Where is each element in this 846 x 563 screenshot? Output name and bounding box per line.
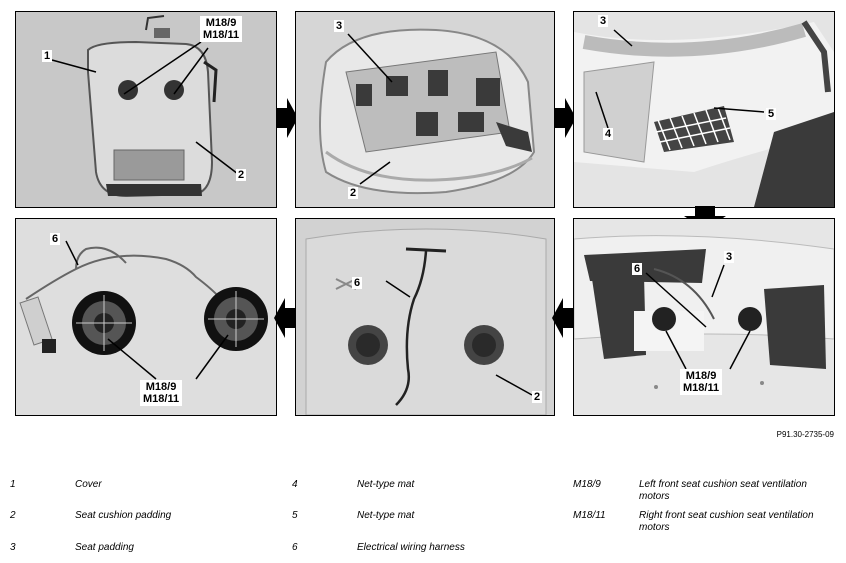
callout-seat-padding: 3 [724, 251, 735, 263]
seat-padding-drawing [296, 12, 554, 207]
callout-seat-cushion-padding: 2 [236, 169, 247, 181]
legend-num: M18/11 [573, 510, 606, 521]
seat-cushion-cover-drawing [16, 12, 276, 207]
harness-routing-drawing [296, 219, 554, 415]
callout-cover: 1 [42, 50, 53, 62]
callout-ventilation-motors: M18/9 M18/11 [140, 380, 183, 406]
image-panel-harness-routing: 6 2 [295, 218, 555, 416]
legend-text: Seat padding [75, 542, 134, 553]
legend-num: 2 [10, 510, 16, 521]
image-panel-cover-removal: 1 2 M18/9 M18/11 [15, 11, 277, 208]
callout-seat-cushion-padding: 2 [532, 391, 543, 403]
arrow-right-icon [276, 98, 298, 138]
callout-wiring-harness: 6 [352, 277, 363, 289]
figure-reference: P91.30-2735-09 [776, 430, 834, 439]
legend-text: Cover [75, 479, 102, 490]
legend-num: 1 [10, 479, 16, 490]
callout-seat-padding: 3 [598, 15, 609, 27]
image-panel-seat-padding: 3 2 [295, 11, 555, 208]
legend-text: Right front seat cushion seat ventilatio… [639, 510, 814, 533]
legend-text: Electrical wiring harness [357, 542, 465, 553]
legend-num: 6 [292, 542, 298, 553]
callout-wiring-harness: 6 [632, 263, 643, 275]
net-type-mat-drawing [574, 12, 834, 207]
callout-ventilation-motors: M18/9 M18/11 [200, 16, 243, 42]
callout-wiring-harness: 6 [50, 233, 61, 245]
callout-net-type-mat-5: 5 [766, 108, 777, 120]
legend-num: 4 [292, 479, 298, 490]
arrow-left-icon [274, 298, 296, 338]
arrow-left-icon [552, 298, 574, 338]
legend-num: 3 [10, 542, 16, 553]
legend-num: 5 [292, 510, 298, 521]
ventilation-motors-drawing [16, 219, 276, 415]
callout-seat-padding: 3 [334, 20, 345, 32]
image-panel-motors-harness: 6 M18/9 M18/11 [15, 218, 277, 416]
legend-text: Left front seat cushion seat ventilation… [639, 479, 807, 502]
image-panel-motors-installed: 6 3 M18/9 M18/11 [573, 218, 835, 416]
legend-num: M18/9 [573, 479, 601, 490]
image-panel-net-type-mats: 3 4 5 [573, 11, 835, 208]
callout-ventilation-motors: M18/9 M18/11 [680, 369, 723, 395]
motors-installed-drawing [574, 219, 834, 415]
callout-seat-cushion-padding: 2 [348, 187, 359, 199]
legend-text: Net-type mat [357, 510, 415, 521]
callout-net-type-mat-4: 4 [603, 128, 614, 140]
legend-text: Seat cushion padding [75, 510, 172, 521]
arrow-right-icon [554, 98, 576, 138]
legend-text: Net-type mat [357, 479, 415, 490]
